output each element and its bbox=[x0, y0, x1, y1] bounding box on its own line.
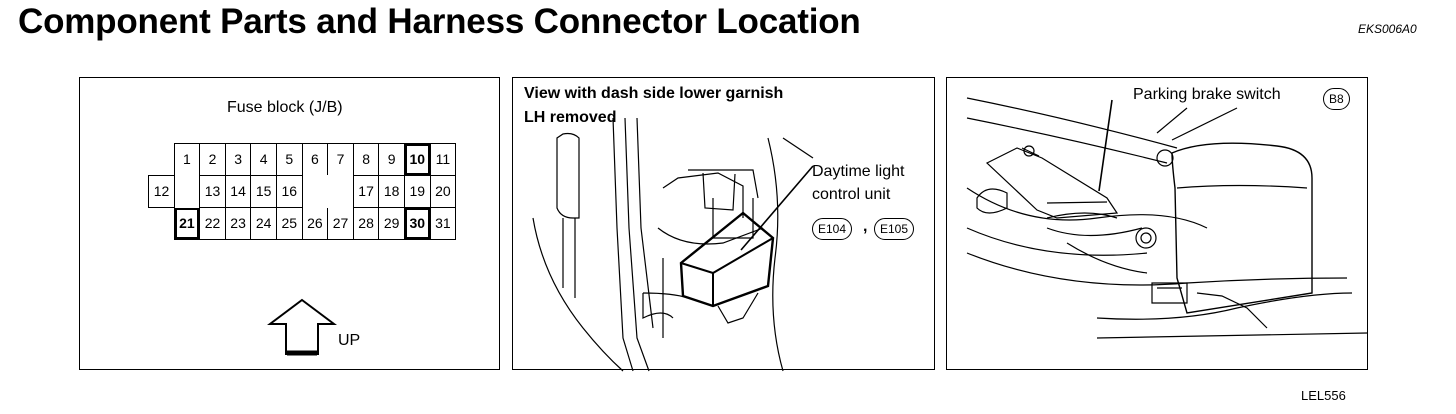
unit-label-line-2: control unit bbox=[812, 186, 891, 203]
fuse-empty-slot bbox=[173, 175, 201, 208]
connector-e104: E104 bbox=[812, 218, 853, 240]
view-label-line-2: LH removed bbox=[524, 109, 617, 126]
parking-brake-panel: Parking brake switch B8 bbox=[946, 77, 1368, 370]
fuse-9: 9 bbox=[378, 143, 405, 176]
reference-code-top: EKS006A0 bbox=[1358, 22, 1417, 36]
fuse-29: 29 bbox=[378, 207, 405, 240]
fuse-3: 3 bbox=[224, 143, 252, 176]
connector-b8: B8 bbox=[1323, 88, 1350, 110]
fuse-12: 12 bbox=[148, 175, 175, 208]
fuse-13: 13 bbox=[199, 175, 226, 208]
dash-side-illustration bbox=[532, 117, 814, 372]
unit-label-line-1: Daytime light bbox=[812, 163, 905, 180]
fuse-20: 20 bbox=[429, 175, 457, 208]
fuse-empty-slot bbox=[327, 175, 354, 208]
center-console-illustration bbox=[966, 97, 1368, 339]
fuse-10: 10 bbox=[404, 143, 431, 176]
up-label: UP bbox=[338, 332, 361, 349]
fuse-21: 21 bbox=[173, 207, 201, 240]
connector-e105: E105 bbox=[874, 218, 915, 240]
parking-brake-switch-label: Parking brake switch bbox=[1133, 86, 1281, 103]
page-title: Component Parts and Harness Connector Lo… bbox=[18, 2, 861, 41]
fuse-19: 19 bbox=[404, 175, 431, 208]
up-arrow-icon bbox=[267, 298, 337, 356]
daytime-light-panel: View with dash side lower garnish LH rem… bbox=[512, 77, 935, 372]
fuse-30: 30 bbox=[404, 207, 431, 240]
fuse-empty-slot bbox=[301, 175, 329, 208]
view-label-line-1: View with dash side lower garnish bbox=[524, 85, 784, 102]
fuse-4: 4 bbox=[250, 143, 277, 176]
fuse-23: 23 bbox=[224, 207, 252, 240]
fuse-27: 27 bbox=[327, 207, 354, 240]
fuse-28: 28 bbox=[352, 207, 380, 240]
fuse-31: 31 bbox=[429, 207, 457, 240]
connector-separator: , bbox=[863, 218, 868, 235]
fuse-block-label: Fuse block (J/B) bbox=[227, 99, 343, 116]
reference-code-bottom: LEL556 bbox=[1301, 388, 1346, 403]
fuse-24: 24 bbox=[250, 207, 277, 240]
